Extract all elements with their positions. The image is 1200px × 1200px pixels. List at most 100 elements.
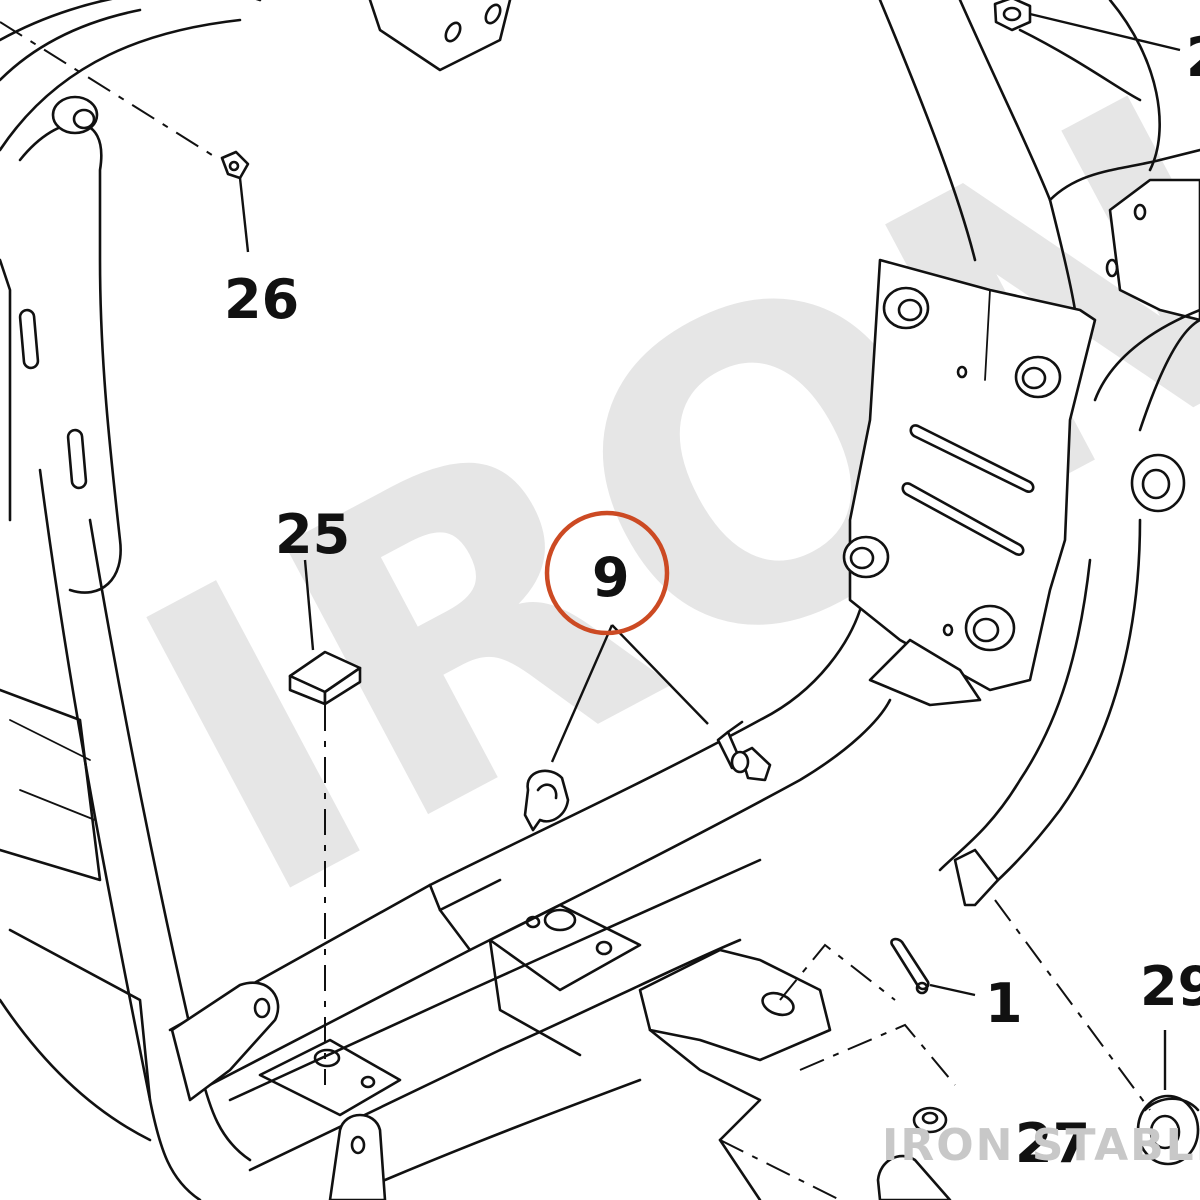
right-boss — [1130, 453, 1186, 513]
left-lower-curve — [0, 998, 152, 1142]
bolt-head — [993, 0, 1032, 32]
bushing-29-rim — [1143, 1097, 1200, 1112]
leader-26-dash — [0, 21, 221, 161]
right-lower-tube-a — [1138, 318, 1200, 432]
rear-downtube-inner — [973, 518, 1142, 902]
callout-27[interactable]: 27 — [1015, 1112, 1090, 1175]
brand-watermark: IRON STABLE — [882, 1120, 1200, 1171]
left-lower-plate — [8, 928, 152, 1102]
washer-27-hole — [921, 1111, 939, 1125]
bottom-tab-hole — [350, 1135, 366, 1155]
downtube-inner — [88, 518, 252, 1162]
center-bracket-lower — [648, 1028, 762, 1142]
cross-member-side — [488, 938, 582, 1057]
top-tube-line — [0, 8, 142, 82]
left-edge — [0, 258, 12, 522]
leader-9-left — [550, 624, 614, 763]
bolt-flange — [1002, 6, 1022, 22]
hose-clip-right-tab — [726, 720, 744, 734]
part-26-grease-fitting[interactable] — [220, 150, 250, 180]
bushing-lower — [876, 1154, 952, 1200]
plate-pin-2 — [942, 623, 954, 637]
leader-25 — [303, 559, 315, 651]
leader-dash-b — [799, 1023, 956, 1086]
lower-rail-top — [168, 608, 862, 1032]
bottom-tab — [328, 1113, 387, 1200]
bracket-hole-b — [1105, 258, 1119, 278]
right-boss-hole — [1141, 468, 1171, 500]
right-tube-a — [878, 0, 977, 262]
part-1-cotter-pin[interactable] — [890, 937, 930, 995]
callout-29[interactable]: 29 — [1140, 955, 1200, 1018]
cotter-pin-eye — [915, 981, 929, 995]
top-tube-edge — [0, 0, 262, 42]
callout-26[interactable]: 26 — [224, 268, 299, 331]
plate-boss-2-hole — [1021, 366, 1047, 390]
top-bracket-hole-1 — [444, 21, 462, 43]
leader-dash-c — [719, 1139, 841, 1200]
callout-1[interactable]: 1 — [985, 972, 1023, 1035]
leader-lines — [0, 12, 1181, 1200]
cross-member-hole-3 — [525, 915, 541, 929]
leader-29-dash — [994, 899, 1151, 1111]
lower-plate-hole-1 — [313, 1048, 341, 1068]
boss-left-hole — [72, 108, 96, 130]
callout-9[interactable]: 9 — [592, 546, 630, 609]
grease-fitting-nipple — [228, 160, 240, 172]
callout-25[interactable]: 25 — [275, 503, 350, 566]
plate-boss-1-hole — [897, 298, 923, 322]
grease-fitting — [220, 150, 250, 180]
right-upper-bracket — [1108, 178, 1200, 322]
right-lower-tube-b — [1093, 308, 1200, 402]
part-2-bolt[interactable] — [993, 0, 1032, 32]
cross-member-hole-2 — [595, 940, 613, 956]
cross-member-hole-1 — [543, 908, 577, 932]
right-crossbar — [1048, 148, 1200, 202]
downtube-outer — [38, 468, 202, 1200]
bushing-29-bore — [1149, 1114, 1181, 1150]
part-9-clips[interactable] — [523, 720, 772, 832]
plate-slot-1 — [909, 424, 1035, 493]
part-25-pad[interactable] — [288, 650, 362, 706]
leader-dash-a — [779, 943, 896, 1001]
rear-downtube-outer — [938, 558, 1092, 872]
lower-plate — [258, 1038, 402, 1117]
hose-clip-left — [523, 769, 570, 832]
leader-2 — [1029, 12, 1181, 52]
plate-boss-3-hole — [849, 546, 875, 570]
bottom-rail-2 — [248, 938, 742, 1172]
top-bracket-hole-2 — [484, 3, 502, 25]
leader-9-right — [611, 624, 709, 725]
pad-side-right — [323, 666, 362, 706]
bottom-rail-1 — [228, 858, 762, 1102]
callout-9-highlight-ring — [544, 510, 670, 636]
plate-center-line — [984, 289, 991, 381]
right-tube-d — [1108, 0, 1161, 172]
bracket-line-2 — [19, 789, 96, 821]
callout-2[interactable]: 2 — [1186, 26, 1200, 89]
left-bracket — [0, 688, 102, 882]
plate-slot-2 — [901, 482, 1025, 556]
left-gusset — [18, 122, 122, 594]
bracket-line-1 — [9, 719, 91, 761]
slot-2 — [66, 428, 88, 490]
lower-plate-hole-2 — [360, 1075, 376, 1089]
rear-stud — [953, 848, 1000, 907]
rail-collar-line — [438, 878, 502, 912]
bushing-29 — [1136, 1094, 1200, 1166]
cotter-pin — [890, 937, 930, 991]
right-tube-c — [1018, 28, 1142, 102]
plate-boss-4-hole — [972, 617, 1000, 643]
slot-1 — [18, 308, 40, 370]
leader-1 — [929, 983, 976, 997]
front-tab — [170, 981, 280, 1102]
leader-26 — [238, 177, 250, 253]
hose-clip-right-eye — [730, 750, 750, 774]
hose-clip-left-curl — [536, 783, 558, 800]
plate-tab — [868, 638, 982, 707]
bottom-rail-3 — [383, 1078, 642, 1182]
center-bracket — [638, 948, 832, 1062]
top-tube-inner — [0, 18, 242, 152]
